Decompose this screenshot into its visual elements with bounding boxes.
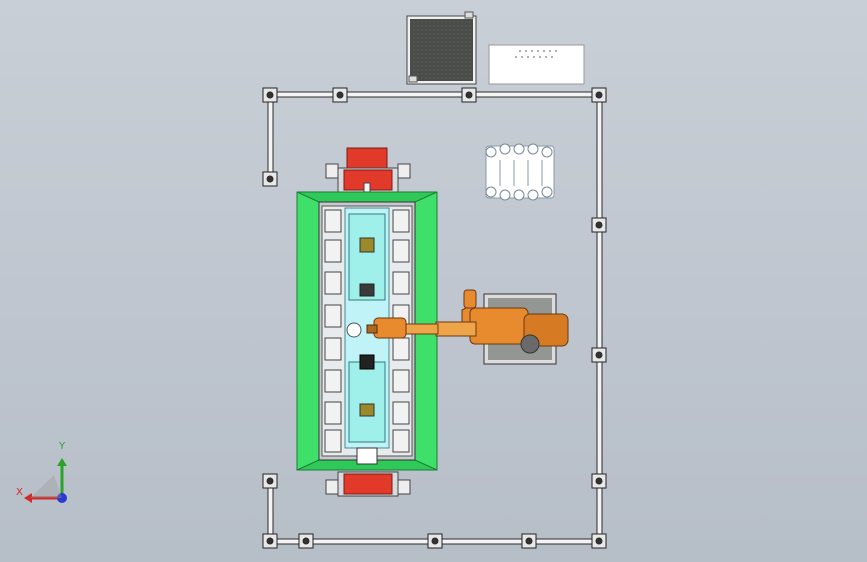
gripper-rack[interactable] — [485, 143, 555, 201]
safety-fence[interactable] — [262, 87, 607, 549]
industrial-robot[interactable] — [366, 289, 569, 365]
conveyor-end-bottom[interactable] — [325, 471, 411, 497]
operator-panel[interactable] — [488, 44, 585, 85]
triad-y-label: Y — [59, 441, 66, 452]
coordinate-triad — [24, 458, 67, 503]
control-cabinet[interactable] — [406, 11, 477, 85]
triad-x-label: X — [16, 487, 23, 498]
conveyor-end-top[interactable] — [325, 147, 411, 204]
